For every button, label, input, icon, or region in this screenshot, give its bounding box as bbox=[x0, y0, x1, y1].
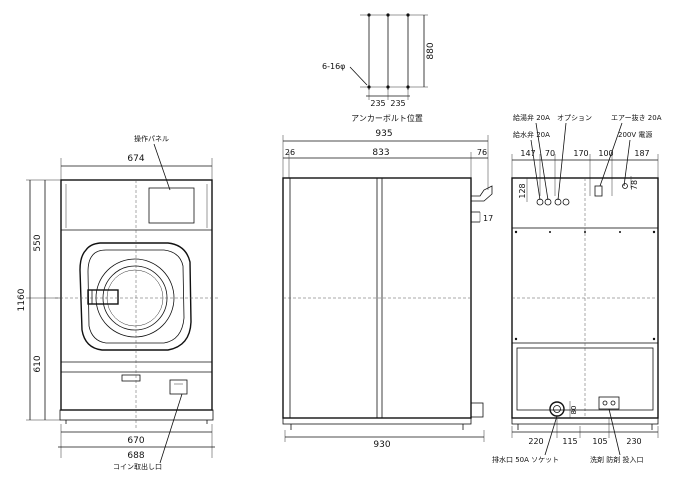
rear-top-dim-1: 147 bbox=[520, 149, 535, 158]
front-view: 674 操作パネル 1160 bbox=[17, 134, 218, 471]
anchor-height: 880 bbox=[426, 42, 436, 59]
detergent-label: 洗剤 防剤 投入口 bbox=[590, 455, 643, 464]
rear-top-dim-4: 100 bbox=[598, 149, 613, 158]
rear-bottom-dim-2: 115 bbox=[562, 437, 577, 446]
rear-bottom-dim-1: 220 bbox=[528, 437, 543, 446]
side-depth-main: 833 bbox=[372, 148, 389, 158]
rear-top-dim-5: 187 bbox=[634, 149, 649, 158]
side-pipe-height: 17 bbox=[483, 214, 493, 223]
front-height-total: 1160 bbox=[17, 288, 27, 311]
drain-label: 排水口 50A ソケット bbox=[492, 455, 559, 464]
power-label: 200V 電源 bbox=[618, 130, 652, 139]
air-vent-label: エアー抜き 20A bbox=[611, 113, 662, 122]
front-top-width: 674 bbox=[127, 154, 144, 164]
rear-top-dim-2: 70 bbox=[545, 149, 555, 158]
option-label: オプション bbox=[557, 114, 592, 122]
anchor-spacing-right: 235 bbox=[390, 99, 405, 108]
cold-valve-label: 給水弁 20A bbox=[513, 130, 550, 139]
rear-bottom-dim-4: 230 bbox=[626, 437, 641, 446]
front-height-lower: 610 bbox=[33, 355, 43, 372]
anchor-spacing-left: 235 bbox=[370, 99, 385, 108]
coin-label: コイン取出し口 bbox=[113, 462, 162, 471]
rear-bottom-dim-3: 105 bbox=[592, 437, 607, 446]
side-depth-overall: 935 bbox=[375, 129, 392, 139]
rear-side-dim-a: 128 bbox=[518, 183, 527, 198]
front-base-width: 670 bbox=[127, 436, 144, 446]
side-front-offset: 26 bbox=[285, 148, 295, 157]
anchor-bolt-label: 6-16φ bbox=[322, 62, 345, 71]
side-rear-offset: 76 bbox=[477, 148, 487, 157]
front-overall-width: 688 bbox=[127, 451, 144, 461]
anchor-bolt-layout: 880 6-16φ 235 235 アンカーボルト位置 bbox=[322, 13, 436, 123]
rear-top-dim-3: 170 bbox=[573, 149, 588, 158]
hot-valve-label: 給湯弁 20A bbox=[513, 113, 550, 122]
panel-label: 操作パネル bbox=[134, 134, 169, 143]
rear-drain-dim: 80 bbox=[570, 406, 578, 415]
rear-side-dim-b: 78 bbox=[630, 180, 639, 190]
rear-view: 給湯弁 20A オプション エアー抜き 20A 給水弁 20A 200V 電源 … bbox=[492, 113, 662, 464]
side-view: 935 26 833 76 17 930 bbox=[282, 129, 493, 450]
anchor-title: アンカーボルト位置 bbox=[351, 113, 423, 123]
front-height-upper: 550 bbox=[33, 234, 43, 251]
side-bottom-depth: 930 bbox=[373, 440, 390, 450]
